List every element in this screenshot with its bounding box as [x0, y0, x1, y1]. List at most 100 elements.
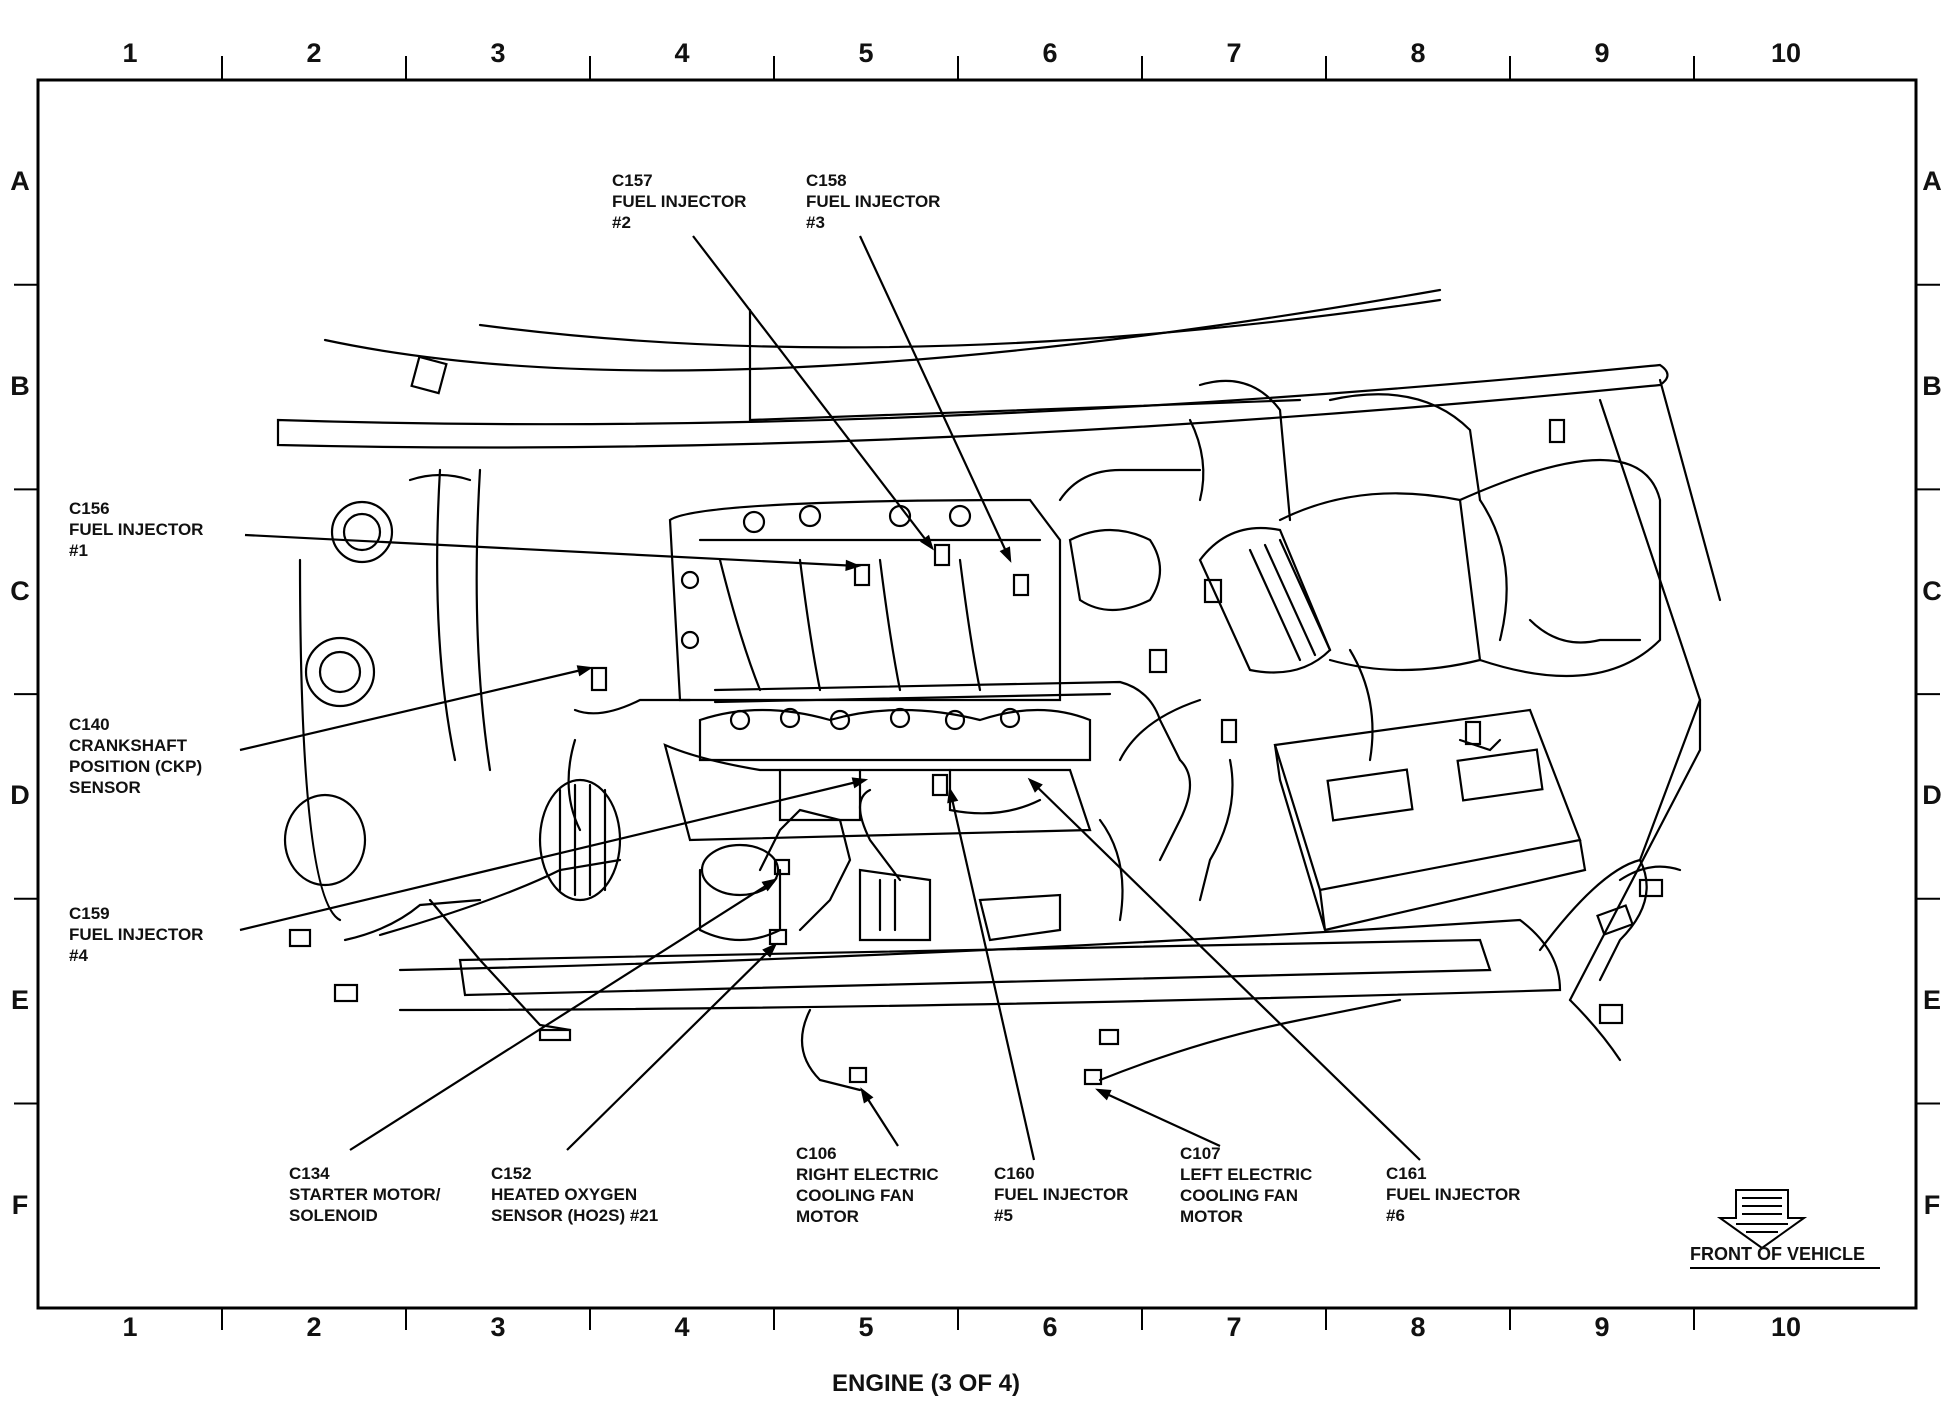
grid-column-label: 1 — [122, 38, 138, 68]
front-arrow-icon — [1716, 1189, 1808, 1250]
engine-bay-illustration — [276, 288, 1722, 1092]
grid-column-label: 3 — [490, 38, 506, 68]
connector-code: C158 — [806, 171, 847, 190]
diagram-frame — [36, 78, 1918, 1310]
grid-row-label: E — [1922, 985, 1941, 1016]
leader-line-c159 — [239, 778, 866, 932]
grid-column-label: 4 — [674, 38, 690, 68]
leader-line-c152 — [566, 944, 776, 1151]
grid-column-label: 6 — [1042, 38, 1058, 68]
connector-desc: SENSOR (HO2S) #21 — [491, 1206, 659, 1225]
connector-code: C107 — [1180, 1144, 1221, 1163]
grid-column-label: 1 — [122, 1312, 138, 1342]
grid-row-label: A — [10, 166, 30, 197]
connector-code: C106 — [796, 1144, 837, 1163]
arrowhead-icon — [761, 878, 778, 892]
leader-line-c160 — [948, 789, 1036, 1161]
arrowhead-icon — [845, 559, 862, 572]
callout-c160: C160 FUEL INJECTOR #5 — [994, 1163, 1128, 1226]
connector-desc: LEFT ELECTRIC — [1180, 1165, 1313, 1184]
grid-row-label: F — [1923, 1189, 1941, 1220]
grid-column-label: 9 — [1594, 38, 1610, 68]
connector-code: C152 — [491, 1164, 532, 1183]
arrowhead-icon — [1027, 777, 1043, 793]
connector-code: C140 — [69, 715, 110, 734]
callout-c159: C159 FUEL INJECTOR #4 — [69, 903, 203, 966]
connector-desc: #3 — [806, 213, 825, 232]
connector-desc: HEATED OXYGEN — [491, 1185, 638, 1204]
connector-desc: FUEL INJECTOR — [1386, 1185, 1521, 1204]
grid-row-label: F — [11, 1189, 29, 1220]
callout-c158: C158 FUEL INJECTOR #3 — [806, 170, 940, 233]
grid-column-label: 2 — [306, 1312, 322, 1342]
grid-row-label: D — [10, 780, 30, 811]
connector-desc: FUEL INJECTOR — [806, 192, 941, 211]
connector-code: C134 — [289, 1164, 330, 1183]
arrowhead-icon — [947, 786, 959, 804]
callout-c106: C106 RIGHT ELECTRIC COOLING FAN MOTOR — [796, 1143, 939, 1227]
grid-row-label: A — [1922, 166, 1942, 197]
grid-column-label: 3 — [490, 1312, 506, 1342]
grid-column-label: 8 — [1410, 1312, 1426, 1342]
grid-row-label: E — [10, 985, 29, 1016]
grid-ticks — [14, 56, 1940, 1330]
grid-row-label: C — [10, 575, 30, 606]
arrowhead-icon — [999, 546, 1012, 563]
grid-column-label: 8 — [1410, 38, 1426, 68]
grid-column-label: 4 — [674, 1312, 690, 1342]
callout-c134: C134 STARTER MOTOR/ SOLENOID — [289, 1163, 440, 1226]
connector-code: C161 — [1386, 1164, 1427, 1183]
arrowhead-icon — [1095, 1088, 1112, 1101]
connector-code: C156 — [69, 499, 110, 518]
grid-row-label: D — [1922, 780, 1942, 811]
connector-desc: #4 — [69, 946, 88, 965]
connector-desc: FUEL INJECTOR — [994, 1185, 1129, 1204]
arrowhead-icon — [860, 1087, 874, 1104]
connector-desc: #1 — [69, 541, 88, 560]
grid-row-label: B — [1922, 371, 1942, 402]
grid-column-label: 7 — [1226, 38, 1242, 68]
callout-c140: C140 CRANKSHAFT POSITION (CKP) SENSOR — [69, 714, 202, 798]
arrowhead-icon — [762, 942, 778, 958]
grid-column-label: 6 — [1042, 1312, 1058, 1342]
leader-line-c156 — [244, 533, 859, 568]
grid-column-label: 7 — [1226, 1312, 1242, 1342]
connector-desc: FUEL INJECTOR — [69, 925, 204, 944]
connector-desc: #5 — [994, 1206, 1013, 1225]
leader-line-c158 — [859, 235, 1011, 561]
connector-desc: MOTOR — [1180, 1207, 1243, 1226]
arrowhead-icon — [576, 665, 594, 677]
leader-line-c107 — [1097, 1089, 1221, 1147]
grid-column-label: 2 — [306, 38, 322, 68]
grid-row-label: B — [10, 371, 30, 402]
connector-desc: RIGHT ELECTRIC — [796, 1165, 939, 1184]
connector-desc: #6 — [1386, 1206, 1405, 1225]
connector-desc: #2 — [612, 213, 631, 232]
connector-desc: COOLING FAN — [1180, 1186, 1299, 1205]
connector-code: C159 — [69, 904, 110, 923]
connector-desc: SENSOR — [69, 778, 141, 797]
leader-line-c161 — [1029, 779, 1421, 1161]
connector-desc: POSITION (CKP) — [69, 757, 203, 776]
connector-desc: SOLENOID — [289, 1206, 378, 1225]
grid-column-label: 5 — [858, 38, 874, 68]
leader-lines — [239, 235, 1421, 1161]
connector-code: C160 — [994, 1164, 1035, 1183]
grid-row-label: C — [1922, 575, 1942, 606]
callout-c156: C156 FUEL INJECTOR #1 — [69, 498, 203, 561]
front-of-vehicle-label: FRONT OF VEHICLE — [1690, 1244, 1865, 1264]
grid-column-label: 9 — [1594, 1312, 1610, 1342]
connector-desc: FUEL INJECTOR — [69, 520, 204, 539]
diagram-caption: ENGINE (3 OF 4) — [831, 1370, 1021, 1397]
connector-desc: MOTOR — [796, 1207, 859, 1226]
connector-desc: CRANKSHAFT — [69, 736, 188, 755]
callout-c152: C152 HEATED OXYGEN SENSOR (HO2S) #21 — [491, 1163, 658, 1226]
connector-desc: COOLING FAN — [796, 1186, 915, 1205]
grid-column-label: 10 — [1770, 1312, 1802, 1342]
leader-line-c134 — [349, 879, 776, 1151]
connector-desc: FUEL INJECTOR — [612, 192, 747, 211]
connector-code: C157 — [612, 171, 653, 190]
grid-column-label: 10 — [1770, 38, 1802, 68]
arrowhead-icon — [919, 534, 934, 551]
